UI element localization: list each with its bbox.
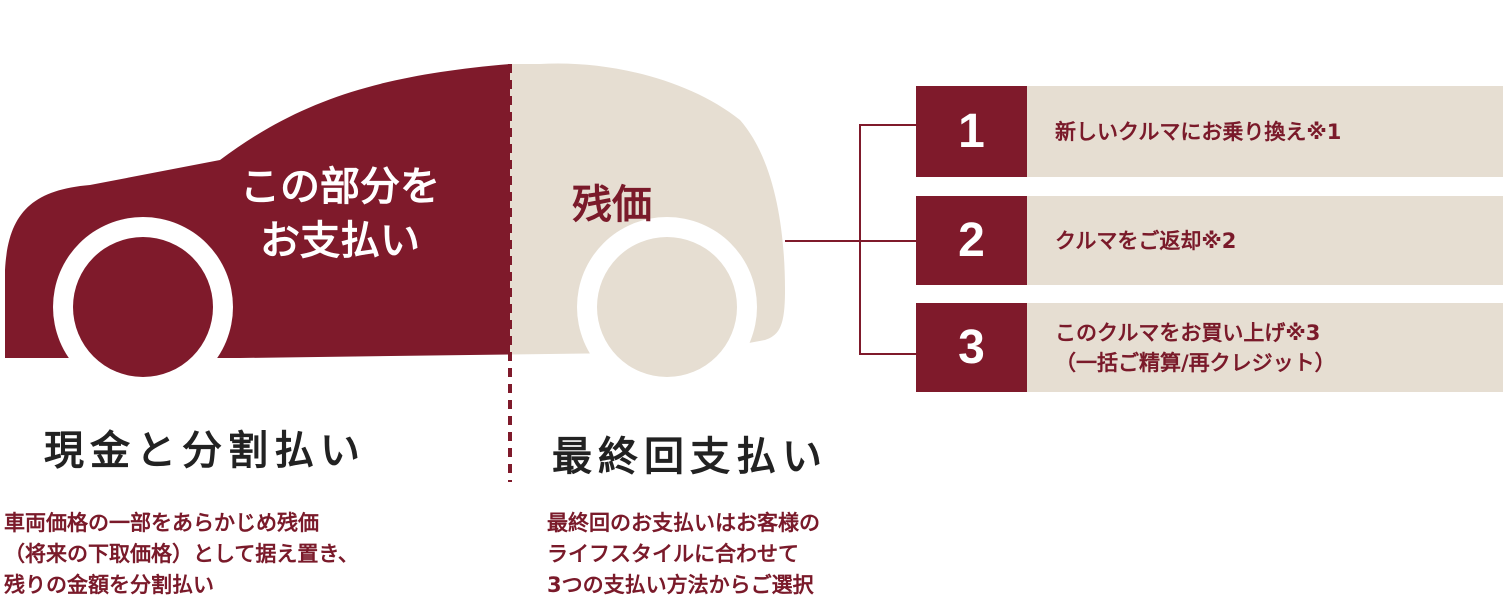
front-wheel-hub <box>73 237 213 377</box>
paid-part-label: この部分を お支払い <box>220 160 460 268</box>
option-1-number: 1 <box>916 86 1027 177</box>
cash-installment-description: 車両価格の一部をあらかじめ残価 （将来の下取価格）として据え置き、 残りの金額を… <box>4 508 359 601</box>
final-desc-line2: ライフスタイルに合わせて <box>547 542 799 566</box>
final-payment-title: 最終回支払い <box>552 434 828 480</box>
final-desc-line1: 最終回のお支払いはお客様の <box>547 511 820 535</box>
paid-part-label-line2: お支払い <box>260 218 420 264</box>
option-1-line1: 新しいクルマにお乗り換え※1 <box>1055 119 1342 144</box>
connector-to-option-1 <box>859 124 916 126</box>
option-1-text: 新しいクルマにお乗り換え※1 <box>1027 117 1341 147</box>
connector-vertical <box>859 124 861 355</box>
connector-to-option-2 <box>859 240 916 242</box>
option-3-line1: このクルマをお買い上げ※3 <box>1055 320 1321 345</box>
residual-label: 残価 <box>572 182 652 228</box>
option-3-line2: （一括ご精算/再クレジット） <box>1055 350 1336 375</box>
option-3-box: このクルマをお買い上げ※3 （一括ご精算/再クレジット） <box>1027 303 1503 392</box>
cash-desc-line2: （将来の下取価格）として据え置き、 <box>4 542 359 566</box>
rear-wheel-hub <box>597 237 737 377</box>
option-2-box: クルマをご返却※2 <box>1027 196 1503 285</box>
option-2-number: 2 <box>916 196 1027 285</box>
option-3-text: このクルマをお買い上げ※3 （一括ご精算/再クレジット） <box>1027 318 1336 378</box>
cash-desc-line3: 残りの金額を分割払い <box>4 573 214 597</box>
option-2-text: クルマをご返却※2 <box>1027 226 1236 256</box>
connector-to-option-3 <box>859 353 916 355</box>
cash-desc-line1: 車両価格の一部をあらかじめ残価 <box>4 511 319 535</box>
connector-from-car <box>785 240 860 242</box>
final-payment-description: 最終回のお支払いはお客様の ライフスタイルに合わせて 3つの支払い方法からご選択 <box>547 508 820 601</box>
option-1-box: 新しいクルマにお乗り換え※1 <box>1027 86 1503 177</box>
cash-installment-title: 現金と分割払い <box>44 428 366 474</box>
option-3-number: 3 <box>916 303 1027 392</box>
paid-part-label-line1: この部分を <box>240 164 440 210</box>
option-2-line1: クルマをご返却※2 <box>1055 228 1237 253</box>
final-desc-line3: 3つの支払い方法からご選択 <box>547 573 814 597</box>
